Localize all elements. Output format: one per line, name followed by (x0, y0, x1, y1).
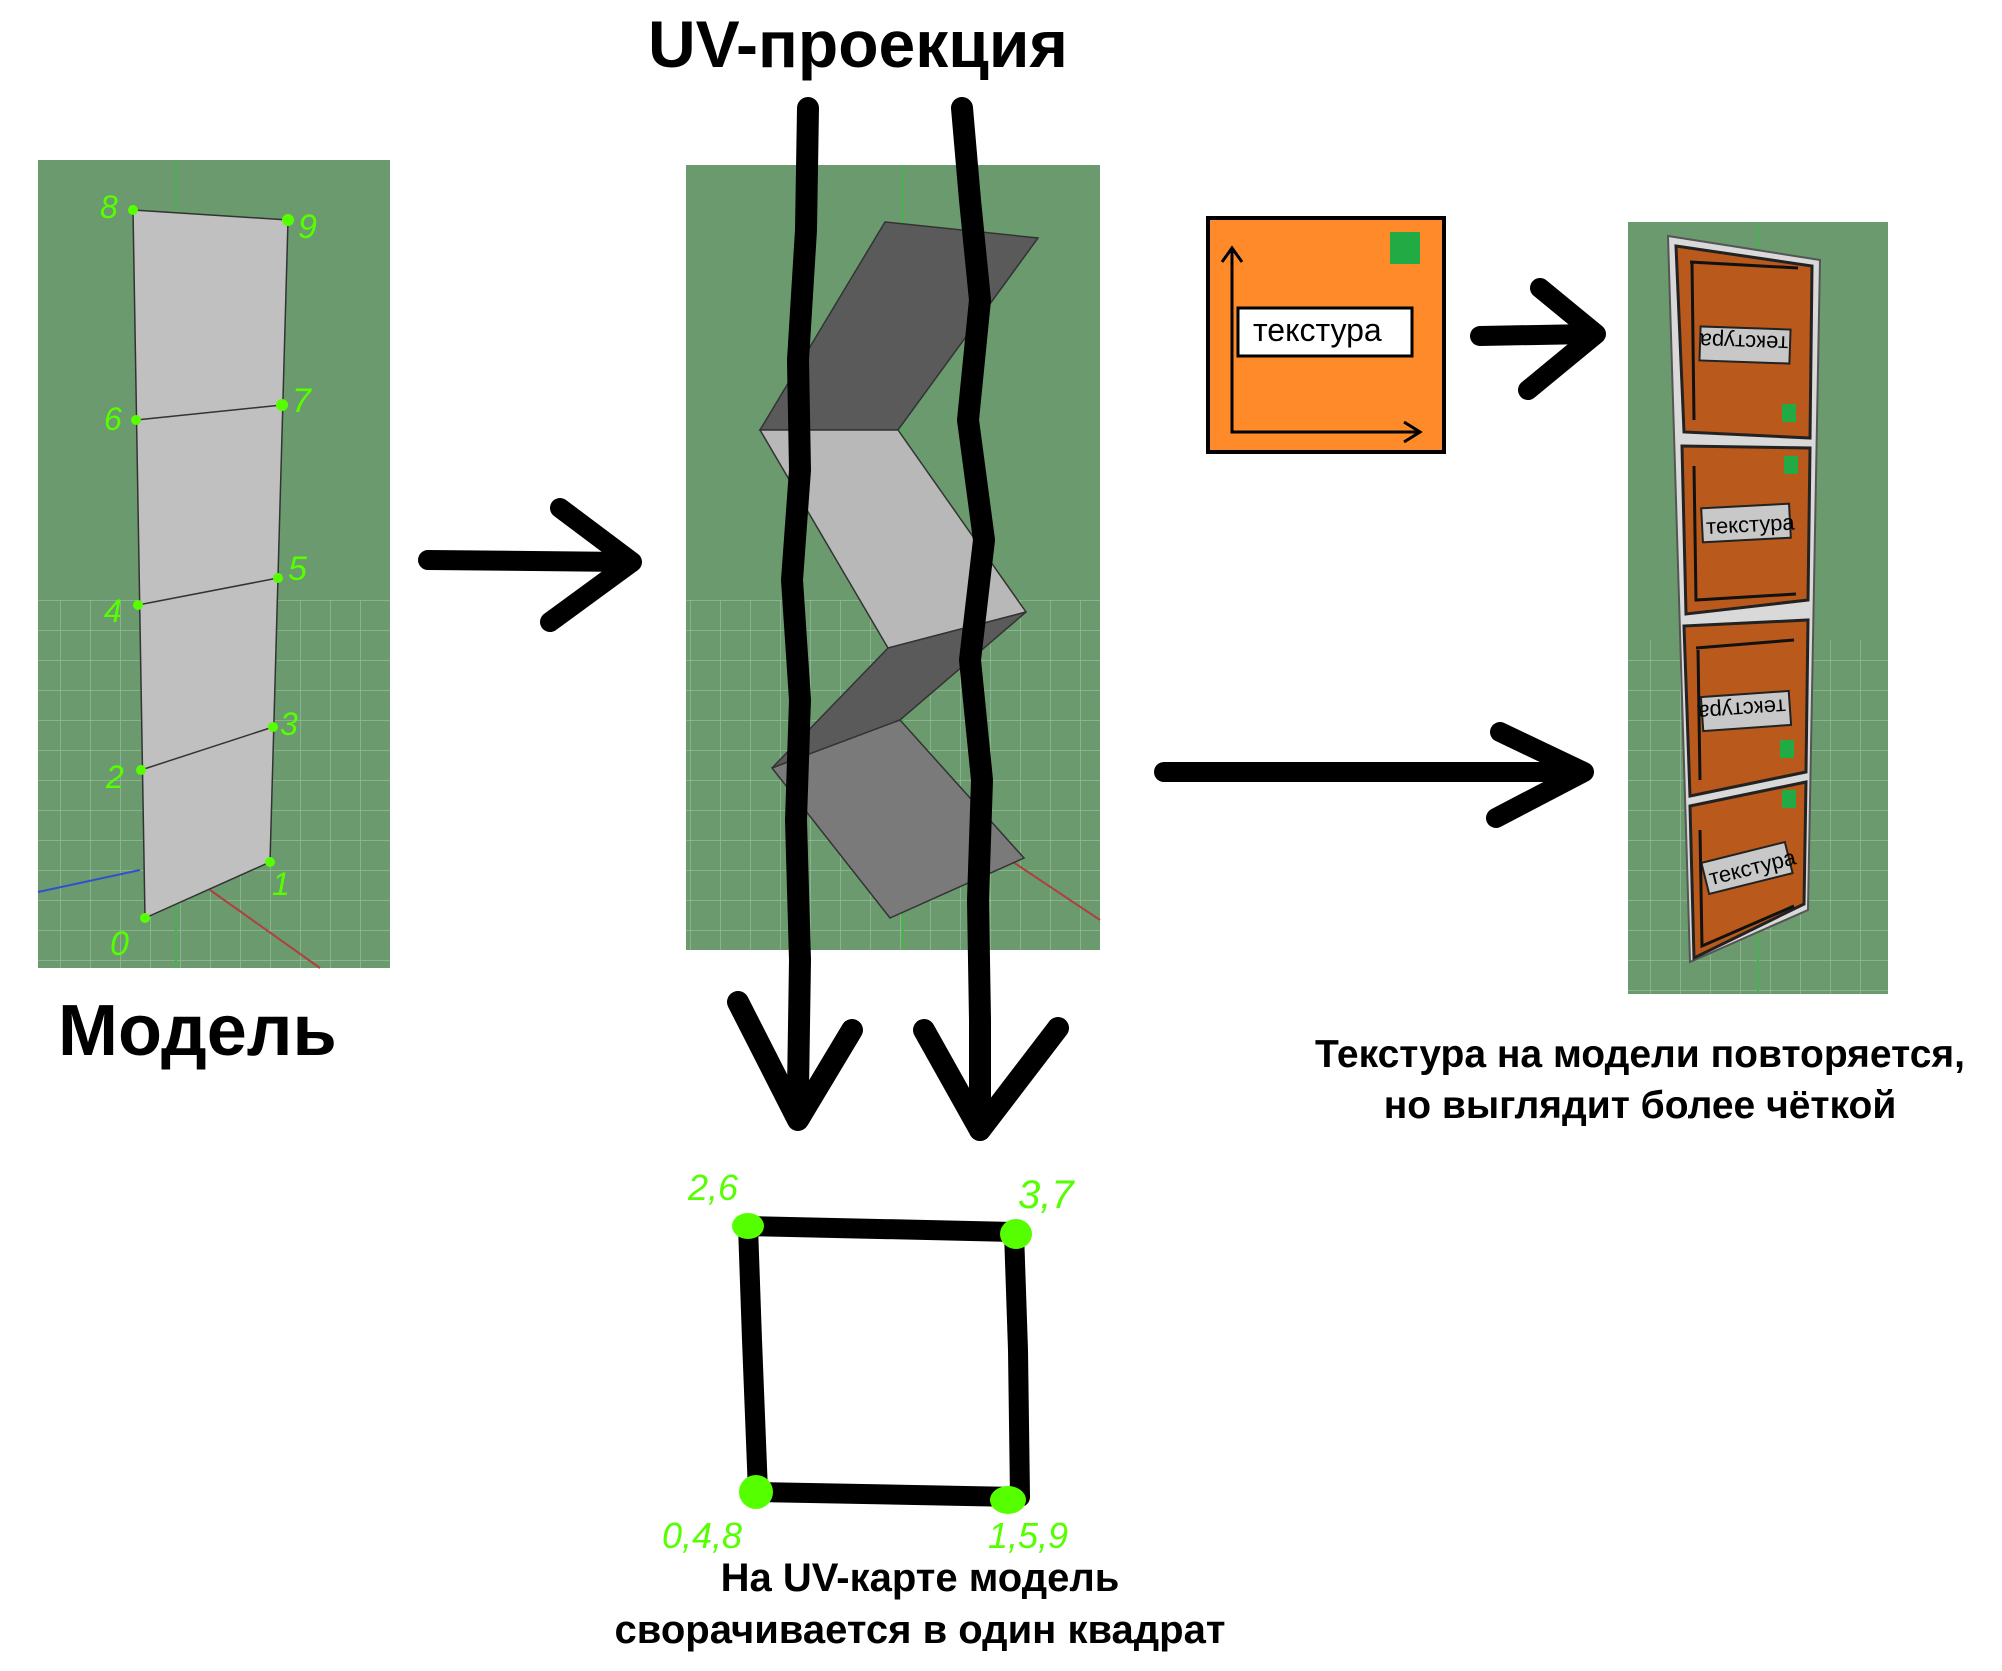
vertex-label-0: 0 (110, 925, 129, 963)
uv-label-top-left: 2,6 (687, 1167, 739, 1208)
vertex-label-7: 7 (292, 382, 312, 420)
texture-swatch: текстура (1206, 216, 1446, 454)
arrow-down-right-icon (913, 1017, 1069, 1141)
uv-label-bottom-right: 1,5,9 (988, 1515, 1068, 1556)
projection-lines (727, 97, 1069, 1141)
texture-tile: текстура (1680, 444, 1812, 616)
model-vertex (128, 205, 138, 215)
uv-map-caption: На UV-карте модель сворачивается в один … (540, 1552, 1300, 1656)
vertex-label-3: 3 (280, 706, 298, 742)
uv-vertex-bottom-right (990, 1486, 1026, 1514)
uv-vertex-bottom-left (739, 1475, 773, 1509)
uv-vertices (732, 1213, 1032, 1514)
model-title: Модель (58, 991, 337, 1071)
arrow-texture-to-model-icon (1470, 278, 1606, 400)
vertex-label-2: 2 (105, 759, 124, 795)
uv-map-caption-line2: сворачивается в один квадрат (614, 1608, 1226, 1652)
texture-tile-label: текстура (1705, 509, 1795, 539)
model-vertex (282, 214, 294, 226)
vertex-label-8: 8 (100, 189, 118, 225)
model-vertex (268, 722, 278, 732)
uv-label-top-right: 3,7 (1018, 1173, 1075, 1217)
uv-square (738, 1216, 1030, 1507)
texture-tile-label: текстура (1698, 328, 1788, 356)
arrow-model-to-projection-icon (418, 498, 642, 632)
uv-label-bottom-left: 0,4,8 (662, 1515, 742, 1556)
vertex-label-6: 6 (104, 401, 122, 437)
arrow-down-left-icon (727, 991, 863, 1131)
texture-tile-label: текстура (1696, 694, 1787, 725)
model-vertex (265, 857, 275, 867)
model-viewport: 0 1 2 3 4 5 6 7 8 9 (37, 160, 390, 969)
model-vertex (140, 913, 150, 923)
texture-caption-line1: Текстура на модели повторяется, (1315, 1033, 1965, 1076)
vertex-label-9: 9 (298, 208, 317, 246)
texture-marker (1390, 232, 1420, 264)
textured-model-viewport: текстура текстура текстура текстура (1628, 222, 1888, 994)
texture-label: текстура (1253, 312, 1382, 348)
folded-model-viewport (686, 165, 1101, 950)
model-vertex (276, 399, 288, 411)
texture-tile: текстура (1688, 780, 1808, 961)
texture-caption: Текстура на модели повторяется, но выгля… (1280, 1030, 2000, 1131)
vertex-label-4: 4 (104, 593, 122, 629)
texture-axes-icon (1230, 248, 1420, 434)
texture-tile: текстура (1682, 618, 1810, 798)
uv-projection-title: UV-проекция (648, 7, 1068, 81)
model-vertex (133, 600, 143, 610)
texture-tile: текстура (1674, 244, 1814, 440)
model-vertex (273, 573, 283, 583)
uv-map-caption-line1: На UV-карте модель (720, 1556, 1120, 1600)
uv-vertex-top-right (1000, 1219, 1032, 1249)
model-vertex (136, 765, 146, 775)
model-mesh (132, 209, 289, 920)
arrow-projection-to-model-icon (1154, 722, 1594, 828)
texture-caption-line2: но выглядит более чёткой (1383, 1083, 1897, 1127)
vertex-label-1: 1 (272, 866, 290, 902)
vertex-label-5: 5 (288, 550, 307, 588)
uv-vertex-top-left (732, 1213, 764, 1239)
model-vertex (131, 415, 141, 425)
